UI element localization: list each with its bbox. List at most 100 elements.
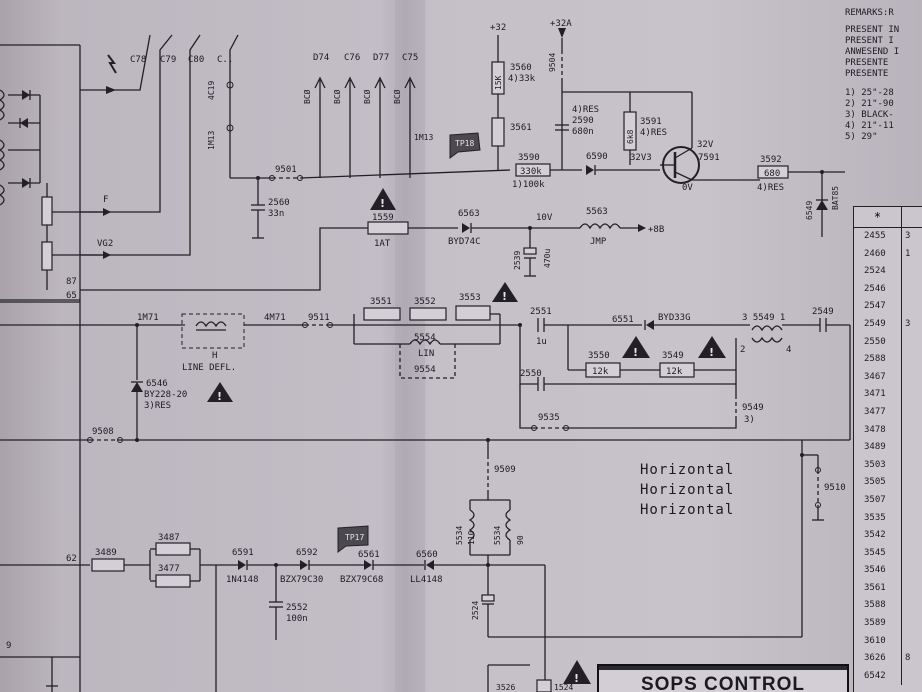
table-cell-val [901,333,922,352]
label-9508: 9508 [92,427,114,437]
horizontal-line-1: Horizontal [640,462,734,478]
table-row: 2549 3 [854,315,922,334]
table-cell-ref: 2549 [864,318,886,329]
table-cell-val [901,439,922,457]
table-row: 3467 [854,368,922,387]
table-cell-ref: 2547 [864,301,886,312]
label-9549-3: 3) [744,415,755,425]
label-470u: 470u [543,249,552,268]
label-3res: 3)RES [144,401,171,411]
table-cell-ref: 2546 [864,283,886,294]
remarks-line: PRESENT IN [845,25,900,35]
table-cell-val: 3 [901,228,922,246]
label-3561: 3561 [510,123,532,133]
label-33k: 4)33k [508,74,536,84]
table-row: 3610 [854,632,922,651]
label-65: 65 [66,291,77,301]
label-1m13b: 1M13 [414,133,433,142]
table-cell-val [901,562,922,580]
remarks-note: 5) 29" [845,132,878,142]
label-3550: 3550 [588,351,610,361]
label-9549: 9549 [742,403,764,413]
table-cell-val [901,597,922,616]
label-bco-4: BCØ [392,89,402,104]
label-1at: 1AT [374,239,391,249]
label-2550: 2550 [520,369,542,379]
label-6591: 6591 [232,548,254,558]
label-f: F [103,195,108,205]
table-cell-val [901,632,922,651]
table-cell-ref: 3507 [864,494,886,505]
table-cell-ref: 3477 [864,406,886,417]
table-cell-val [901,280,922,299]
label-1524: 1524 [554,683,573,692]
label-12k: 12k [592,367,609,377]
label-c76: C76 [344,53,360,63]
label-1559: 1559 [372,213,394,223]
table-row: 2524 [854,263,922,281]
label-9501: 9501 [275,165,297,175]
table-cell-ref: 2524 [864,266,886,277]
label-6563: 6563 [458,209,480,219]
label-9510: 9510 [824,483,846,493]
label-5534b: 5534 [493,526,502,545]
label-6561: 6561 [358,550,380,560]
label-1u: 1u [536,337,547,347]
label-c-dots: C.. [217,55,233,65]
table-cell-ref: 3589 [864,618,886,629]
table-cell-ref: 2460 [864,248,886,259]
table-row: 3477 [854,403,922,422]
label-2560: 2560 [268,198,290,208]
label-7591: 7591 [698,153,720,163]
table-row: 3507 [854,491,922,510]
table-cell-ref: 3503 [864,459,886,470]
label-6k8: 6k8 [626,129,635,144]
remarks-line: PRESENTE [845,69,889,79]
table-row: 2588 [854,351,922,369]
table-cell-val [901,421,922,440]
table-cell-val [901,351,922,369]
label-p32a: +32A [550,19,572,29]
label-c78: C78 [130,55,146,65]
table-cell-ref: 2455 [864,231,886,241]
label-32v3: 32V3 [630,153,652,163]
label-byd33g: BYD33G [658,313,691,323]
table-cell-val [901,456,922,475]
label-3526: 3526 [496,683,515,692]
top-arrows [314,76,416,178]
label-2549: 2549 [812,307,834,317]
label-bzx30: BZX79C30 [280,575,323,585]
label-100n: 100n [286,614,308,624]
label-2539: 2539 [513,251,522,270]
label-680-res: 4)RES [757,183,784,193]
label-3591: 3591 [640,117,662,127]
label-15k: 15K [494,75,503,90]
horizontal-line-3: Horizontal [640,502,734,518]
table-cell-val: 3 [901,315,922,334]
label-680n: 680n [572,127,594,137]
label-3552: 3552 [414,297,436,307]
table-cell-ref: 2550 [864,336,886,347]
remarks-line: ANWESEND I [845,47,900,57]
table-row: 3478 [854,421,922,440]
label-9511: 9511 [308,313,330,323]
svg-text:!: ! [574,672,579,685]
label-9535: 9535 [538,413,560,423]
svg-text:!: ! [633,346,638,359]
label-5534a: 5534 [455,526,464,545]
table-cell-ref: 6542 [864,670,886,681]
label-ll4148: LL4148 [410,575,443,585]
label-3489: 3489 [95,548,117,558]
label-9509: 9509 [494,465,516,475]
label-lin: LIN [418,349,434,359]
table-cell-val: 1 [901,245,922,264]
label-c80: C80 [188,55,204,65]
table-cell-ref: 3535 [864,512,886,523]
horizontal-line-2: Horizontal [640,482,734,498]
label-4c19: 4C19 [207,81,216,100]
table-row: 3535 [854,509,922,528]
label-87: 87 [66,277,77,287]
label-12k-2: 12k [666,367,683,377]
left-transformer [0,89,41,206]
